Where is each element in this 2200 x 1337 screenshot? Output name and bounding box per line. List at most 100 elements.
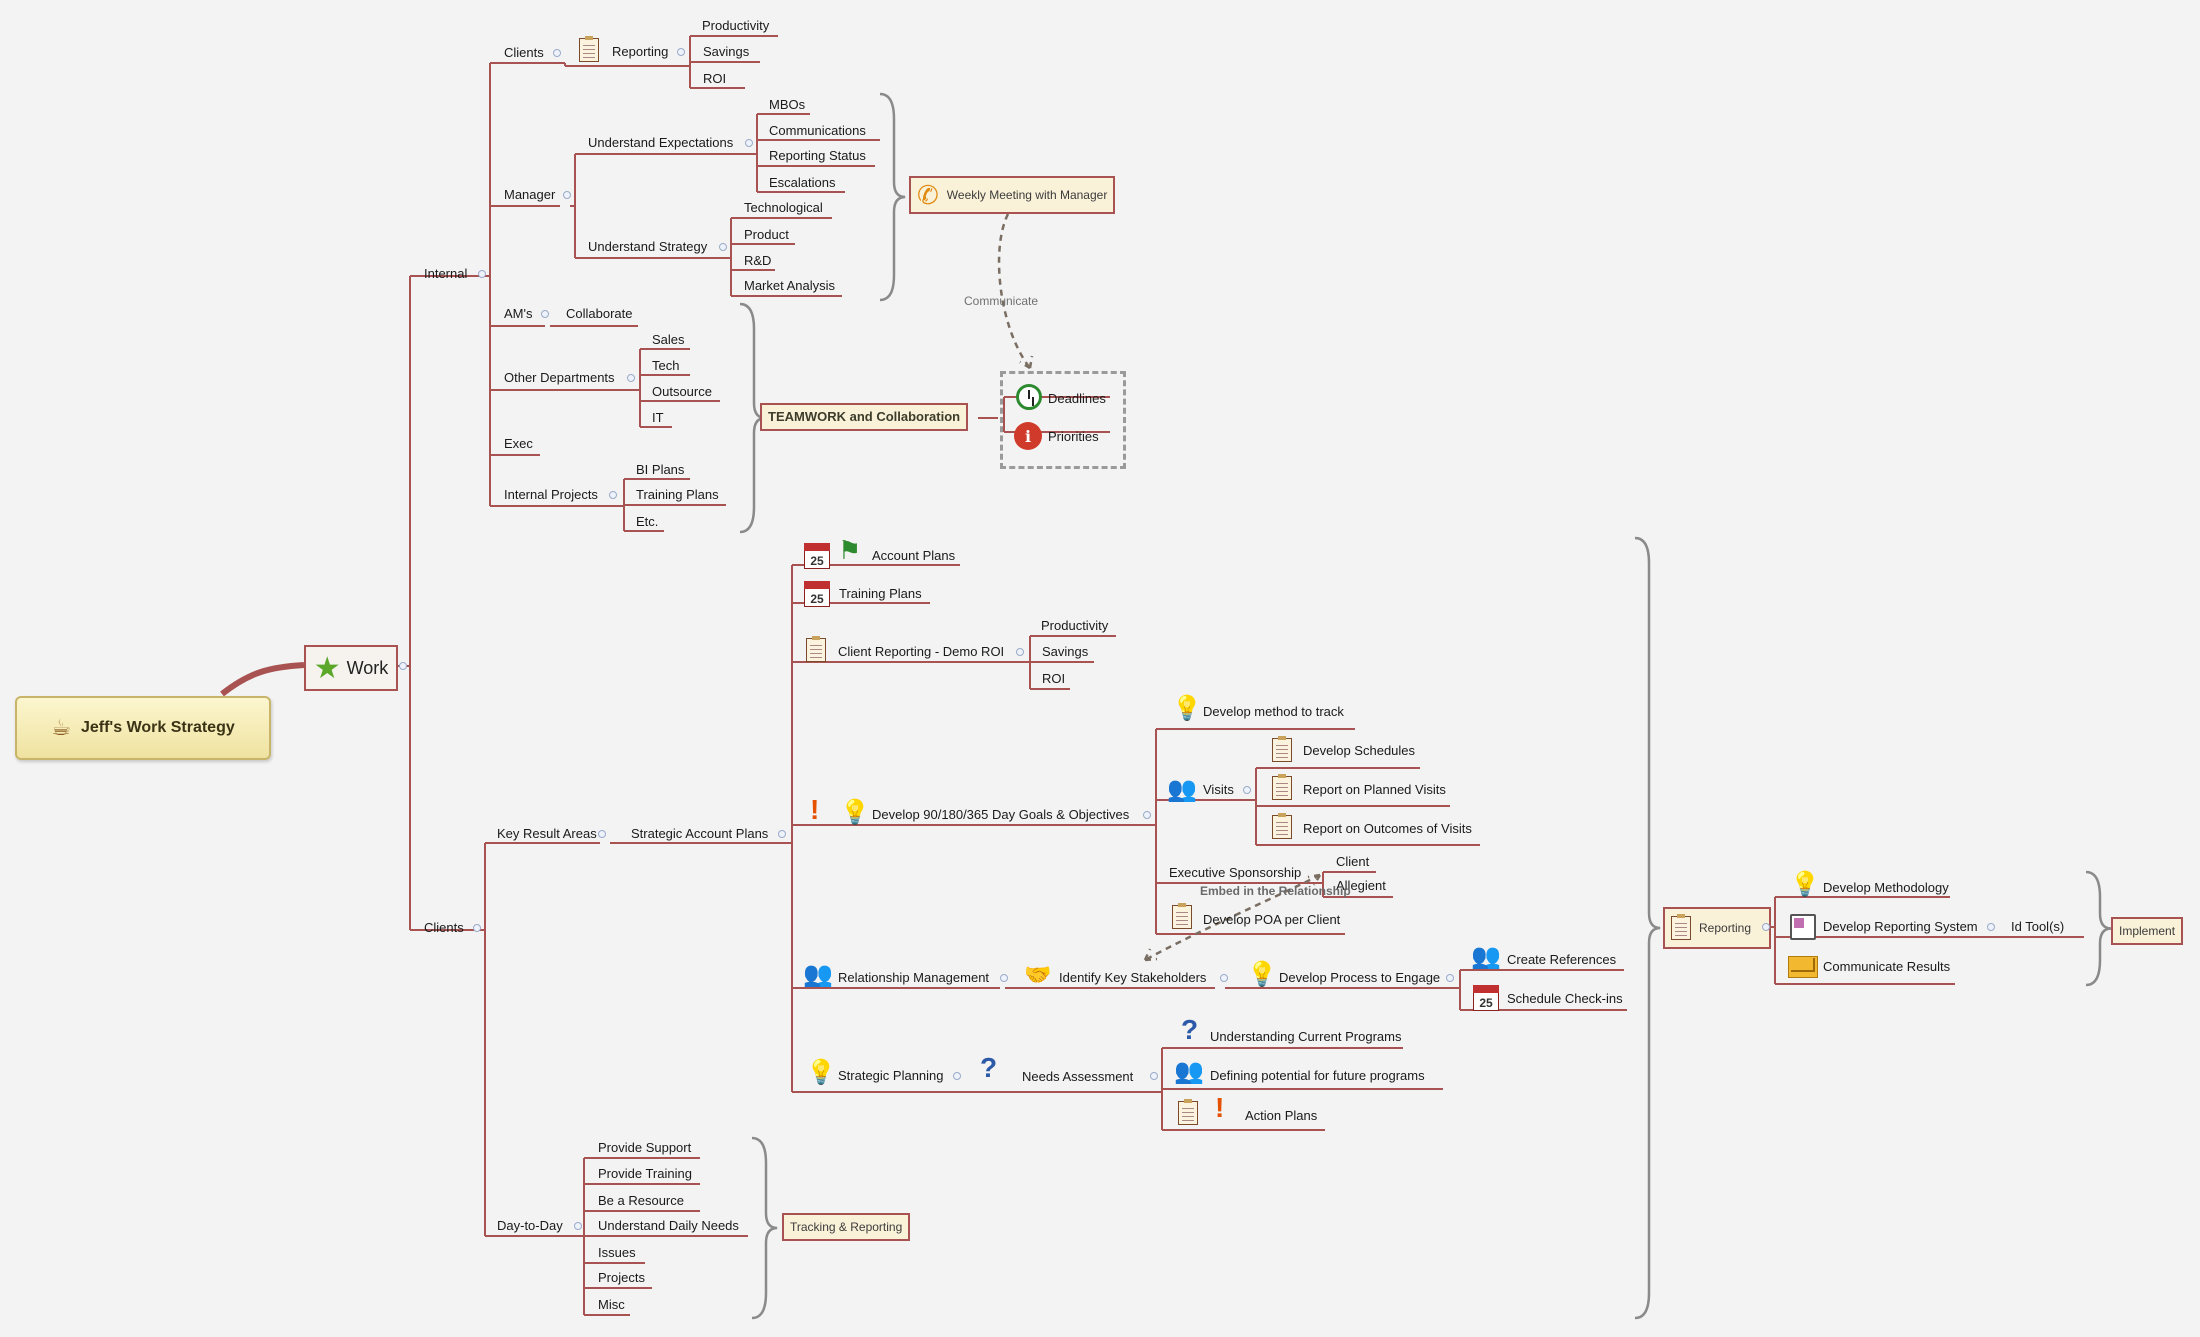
topic-key-result-areas[interactable]: Key Result Areas: [497, 826, 597, 841]
topic-roi[interactable]: ROI: [703, 71, 727, 86]
collapse-toggle[interactable]: [1762, 923, 1770, 931]
topic-productivity[interactable]: Productivity: [702, 18, 770, 33]
floating-implement[interactable]: Implement: [2111, 917, 2184, 945]
floating-reporting[interactable]: Reporting: [1663, 907, 1771, 949]
topic-projects[interactable]: Projects: [598, 1270, 645, 1285]
topic-report-planned[interactable]: Report on Planned Visits: [1303, 782, 1446, 797]
collapse-toggle[interactable]: [745, 139, 753, 147]
collapse-toggle[interactable]: [1143, 811, 1151, 819]
topic-current-programs[interactable]: Understanding Current Programs: [1210, 1029, 1402, 1044]
topic-outsource[interactable]: Outsource: [652, 384, 712, 399]
topic-misc[interactable]: Misc: [598, 1297, 625, 1312]
topic-other-departments[interactable]: Other Departments: [504, 370, 615, 385]
topic-day-to-day[interactable]: Day-to-Day: [497, 1218, 563, 1233]
collapse-toggle[interactable]: [1987, 923, 1995, 931]
topic-develop-method[interactable]: Develop method to track: [1203, 704, 1344, 719]
topic-understand-strategy[interactable]: Understand Strategy: [588, 239, 708, 254]
topic-internal[interactable]: Internal: [424, 266, 468, 281]
collapse-toggle[interactable]: [1243, 786, 1251, 794]
relationship-communicate[interactable]: Communicate: [964, 294, 1039, 308]
topic-product[interactable]: Product: [744, 227, 789, 242]
topic-tech[interactable]: Tech: [652, 358, 680, 373]
topic-client[interactable]: Client: [1336, 854, 1370, 869]
topic-goals[interactable]: Develop 90/180/365 Day Goals & Objective…: [872, 807, 1130, 822]
topic-communicate-results[interactable]: Communicate Results: [1823, 959, 1951, 974]
topic-action-plans[interactable]: Action Plans: [1245, 1108, 1318, 1123]
topic-internal-projects[interactable]: Internal Projects: [504, 487, 598, 502]
collapse-toggle[interactable]: [677, 48, 685, 56]
collapse-toggle[interactable]: [719, 243, 727, 251]
collapse-toggle[interactable]: [1000, 974, 1008, 982]
topic-reporting-status[interactable]: Reporting Status: [769, 148, 866, 163]
collapse-toggle[interactable]: [627, 374, 635, 382]
work-topic[interactable]: ★ Work: [304, 645, 398, 691]
topic-collaborate[interactable]: Collaborate: [566, 306, 633, 321]
topic-clients-internal[interactable]: Clients: [504, 45, 544, 60]
collapse-toggle[interactable]: [1220, 974, 1228, 982]
collapse-toggle[interactable]: [609, 491, 617, 499]
topic-reporting[interactable]: Reporting: [612, 44, 669, 59]
topic-account-plans[interactable]: Account Plans: [872, 548, 956, 563]
topic-sales[interactable]: Sales: [652, 332, 685, 347]
topic-strategic-account-plans[interactable]: Strategic Account Plans: [631, 826, 769, 841]
topic-visits[interactable]: Visits: [1203, 782, 1234, 797]
topic-develop-methodology[interactable]: Develop Methodology: [1823, 880, 1949, 895]
topic-understand-daily-needs[interactable]: Understand Daily Needs: [598, 1218, 739, 1233]
topic-needs-assessment[interactable]: Needs Assessment: [1022, 1069, 1134, 1084]
topic-develop-schedules[interactable]: Develop Schedules: [1303, 743, 1416, 758]
topic-priorities[interactable]: Priorities: [1048, 429, 1099, 444]
topic-provide-support[interactable]: Provide Support: [598, 1140, 692, 1155]
topic-roi-client[interactable]: ROI: [1042, 671, 1066, 686]
topic-training-plans[interactable]: Training Plans: [636, 487, 719, 502]
collapse-toggle[interactable]: [953, 1072, 961, 1080]
topic-it[interactable]: IT: [652, 410, 664, 425]
topic-id-tools[interactable]: Id Tool(s): [2011, 919, 2065, 934]
topic-key-stakeholders[interactable]: Identify Key Stakeholders: [1059, 970, 1207, 985]
collapse-toggle[interactable]: [553, 49, 561, 57]
topic-savings-client[interactable]: Savings: [1042, 644, 1089, 659]
topic-future-programs[interactable]: Defining potential for future programs: [1210, 1068, 1425, 1083]
topic-strategic-planning[interactable]: Strategic Planning: [838, 1068, 944, 1083]
collapse-toggle[interactable]: [574, 1222, 582, 1230]
topic-technological[interactable]: Technological: [744, 200, 823, 215]
topic-executive-sponsorship[interactable]: Executive Sponsorship: [1169, 865, 1302, 880]
collapse-toggle[interactable]: [1016, 648, 1024, 656]
topic-deadlines[interactable]: Deadlines: [1048, 391, 1106, 406]
collapse-toggle[interactable]: [478, 270, 486, 278]
topic-bi-plans[interactable]: BI Plans: [636, 462, 685, 477]
topic-report-outcomes[interactable]: Report on Outcomes of Visits: [1303, 821, 1472, 836]
topic-savings[interactable]: Savings: [703, 44, 750, 59]
topic-etc[interactable]: Etc.: [636, 514, 659, 529]
topic-communications[interactable]: Communications: [769, 123, 866, 138]
topic-create-references[interactable]: Create References: [1507, 952, 1617, 967]
collapse-toggle[interactable]: [563, 191, 571, 199]
topic-rnd[interactable]: R&D: [744, 253, 772, 268]
topic-clients[interactable]: Clients: [424, 920, 464, 935]
topic-issues[interactable]: Issues: [598, 1245, 636, 1260]
topic-develop-poa[interactable]: Develop POA per Client: [1203, 912, 1341, 927]
topic-productivity-client[interactable]: Productivity: [1041, 618, 1109, 633]
topic-develop-reporting-system[interactable]: Develop Reporting System: [1823, 919, 1978, 934]
collapse-toggle[interactable]: [541, 310, 549, 318]
topic-allegient[interactable]: Allegient: [1336, 878, 1386, 893]
collapse-toggle[interactable]: [598, 830, 606, 838]
relationship-embed[interactable]: Embed in the Relationship: [1200, 884, 1351, 898]
collapse-toggle[interactable]: [473, 924, 481, 932]
collapse-toggle[interactable]: [399, 662, 407, 670]
topic-mbos[interactable]: MBOs: [769, 97, 806, 112]
topic-training-plans-account[interactable]: Training Plans: [839, 586, 922, 601]
topic-client-reporting[interactable]: Client Reporting - Demo ROI: [838, 644, 1005, 659]
topic-process-to-engage[interactable]: Develop Process to Engage: [1279, 970, 1441, 985]
topic-schedule-checkins[interactable]: Schedule Check-ins: [1507, 991, 1623, 1006]
root-topic[interactable]: ☕ Jeff's Work Strategy: [15, 696, 271, 760]
topic-understand-expectations[interactable]: Understand Expectations: [588, 135, 734, 150]
floating-tracking-reporting[interactable]: Tracking & Reporting: [782, 1213, 911, 1241]
floating-teamwork[interactable]: TEAMWORK and Collaboration: [760, 403, 969, 431]
topic-exec[interactable]: Exec: [504, 436, 533, 451]
topic-relationship-management[interactable]: Relationship Management: [838, 970, 990, 985]
topic-escalations[interactable]: Escalations: [769, 175, 836, 190]
topic-ams[interactable]: AM's: [504, 306, 533, 321]
floating-weekly-meeting[interactable]: ✆ Weekly Meeting with Manager: [909, 176, 1116, 214]
topic-market-analysis[interactable]: Market Analysis: [744, 278, 836, 293]
collapse-toggle[interactable]: [1446, 974, 1454, 982]
